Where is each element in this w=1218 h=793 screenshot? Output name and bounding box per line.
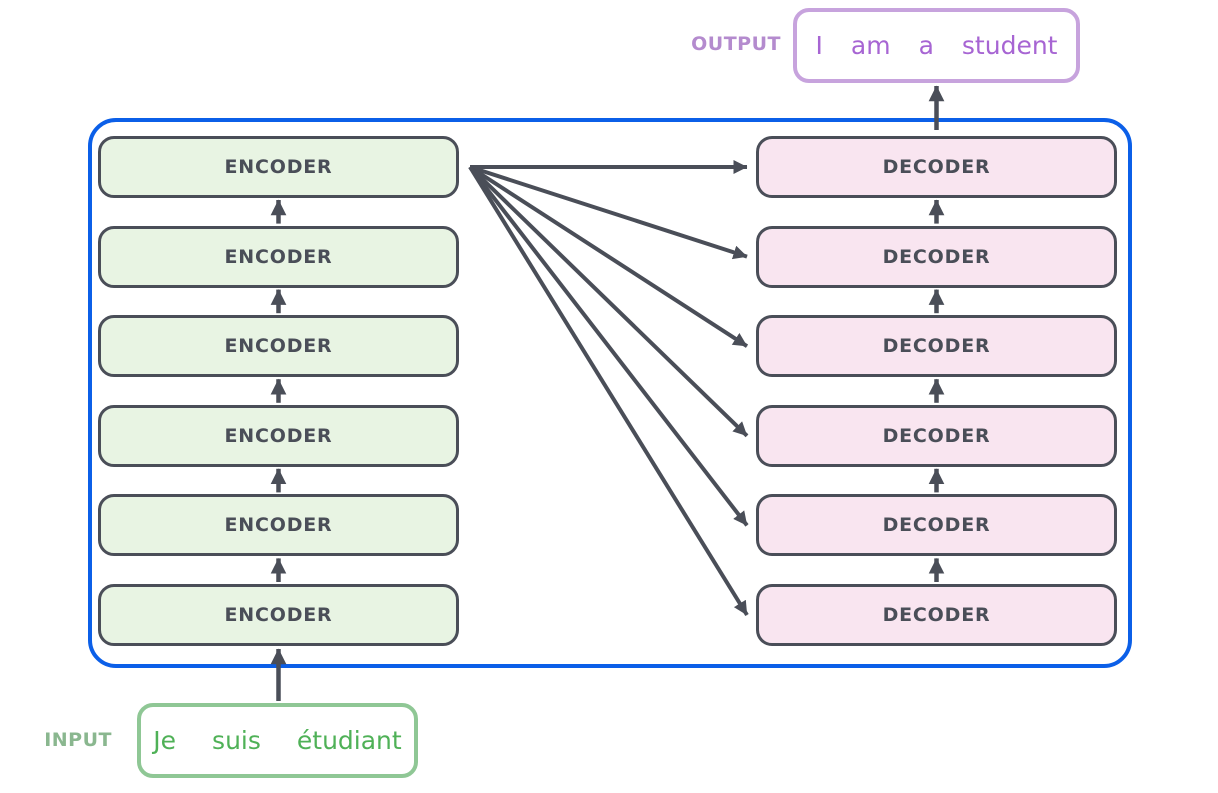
output-label: OUTPUT	[691, 33, 781, 55]
input-word-3: étudiant	[296, 726, 402, 755]
output-word-2: am	[850, 31, 891, 60]
decoder-box-2: DECODER	[756, 225, 1117, 288]
encoder-decoder-container	[88, 118, 1132, 668]
encoder-box-3: ENCODER	[98, 315, 459, 378]
encoder-box-5: ENCODER	[98, 494, 459, 557]
encoder-box-6: ENCODER	[98, 584, 459, 646]
encoder-box-1: ENCODER	[98, 136, 459, 198]
decoder-box-5: DECODER	[756, 494, 1117, 557]
output-word-4: student	[961, 31, 1058, 60]
decoder-box-6: DECODER	[756, 584, 1117, 646]
decoder-box-4: DECODER	[756, 404, 1117, 467]
output-word-3: a	[918, 31, 934, 60]
encoder-box-4: ENCODER	[98, 404, 459, 467]
input-label: INPUT	[44, 729, 112, 751]
decoder-box-1: DECODER	[756, 136, 1117, 198]
output-word-1: I	[815, 31, 823, 60]
input-word-1: Je	[153, 726, 177, 755]
input-word-2: suis	[212, 726, 261, 755]
input-sentence-box: Je suis étudiant	[137, 703, 418, 778]
encoder-box-2: ENCODER	[98, 225, 459, 288]
decoder-box-3: DECODER	[756, 315, 1117, 378]
